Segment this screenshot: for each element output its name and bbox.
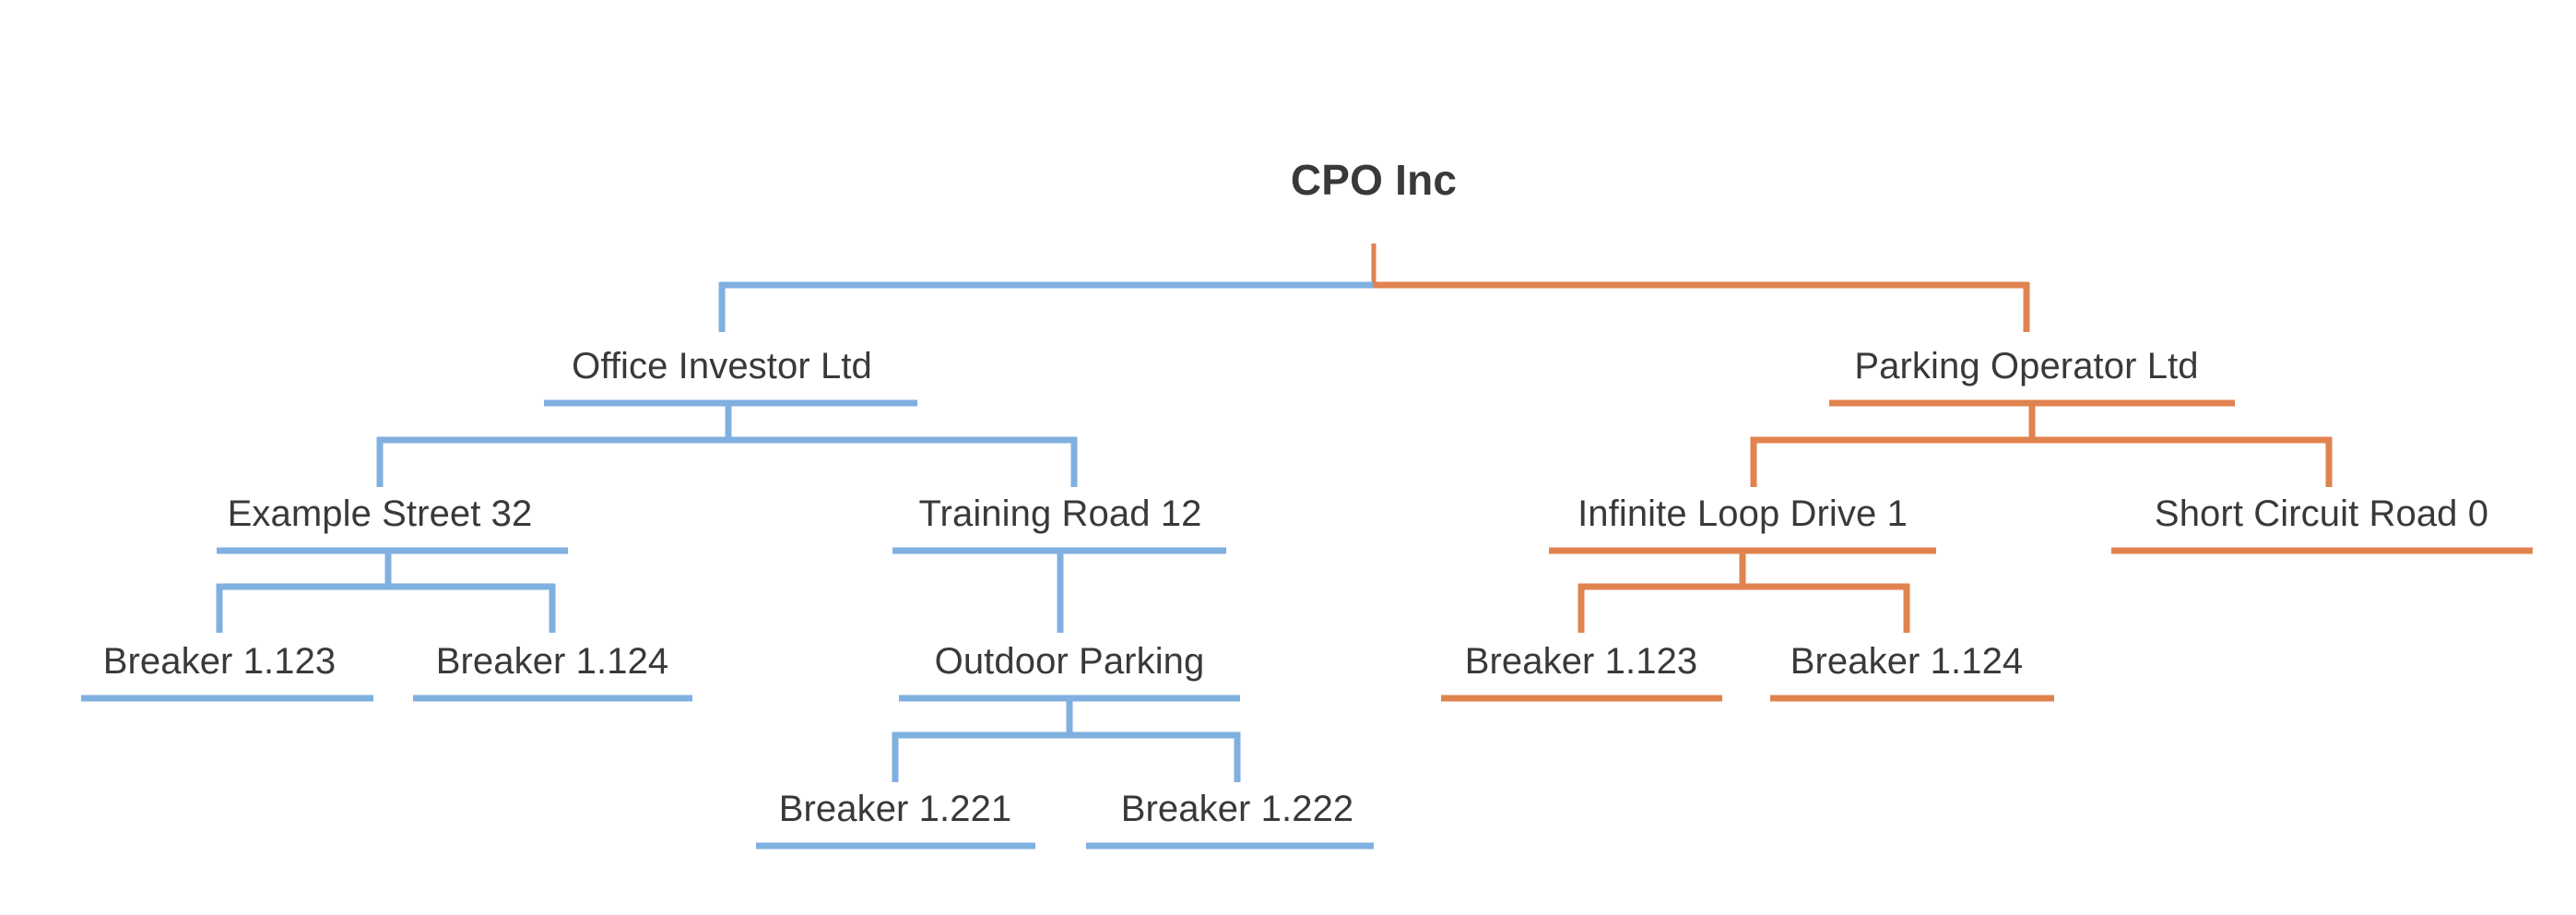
node-label-training-road-12[interactable]: Training Road 12 xyxy=(918,493,1202,534)
node-label-office-investor-ltd[interactable]: Office Investor Ltd xyxy=(572,346,872,386)
node-label-breaker-1-124-left[interactable]: Breaker 1.124 xyxy=(435,641,669,682)
node-label-root[interactable]: CPO Inc xyxy=(1290,156,1458,204)
node-label-example-street-32[interactable]: Example Street 32 xyxy=(227,493,533,534)
node-label-short-circuit-road-0[interactable]: Short Circuit Road 0 xyxy=(2154,493,2489,534)
node-label-infinite-loop-drive-1[interactable]: Infinite Loop Drive 1 xyxy=(1578,493,1908,534)
node-label-breaker-1-221[interactable]: Breaker 1.221 xyxy=(778,789,1012,829)
node-label-outdoor-parking[interactable]: Outdoor Parking xyxy=(934,641,1205,682)
node-label-breaker-1-124-right[interactable]: Breaker 1.124 xyxy=(1790,641,2024,682)
node-label-breaker-1-123-right[interactable]: Breaker 1.123 xyxy=(1464,641,1698,682)
node-label-parking-operator-ltd[interactable]: Parking Operator Ltd xyxy=(1854,346,2199,386)
node-label-breaker-1-123-left[interactable]: Breaker 1.123 xyxy=(102,641,337,682)
node-label-breaker-1-222[interactable]: Breaker 1.222 xyxy=(1120,789,1354,829)
